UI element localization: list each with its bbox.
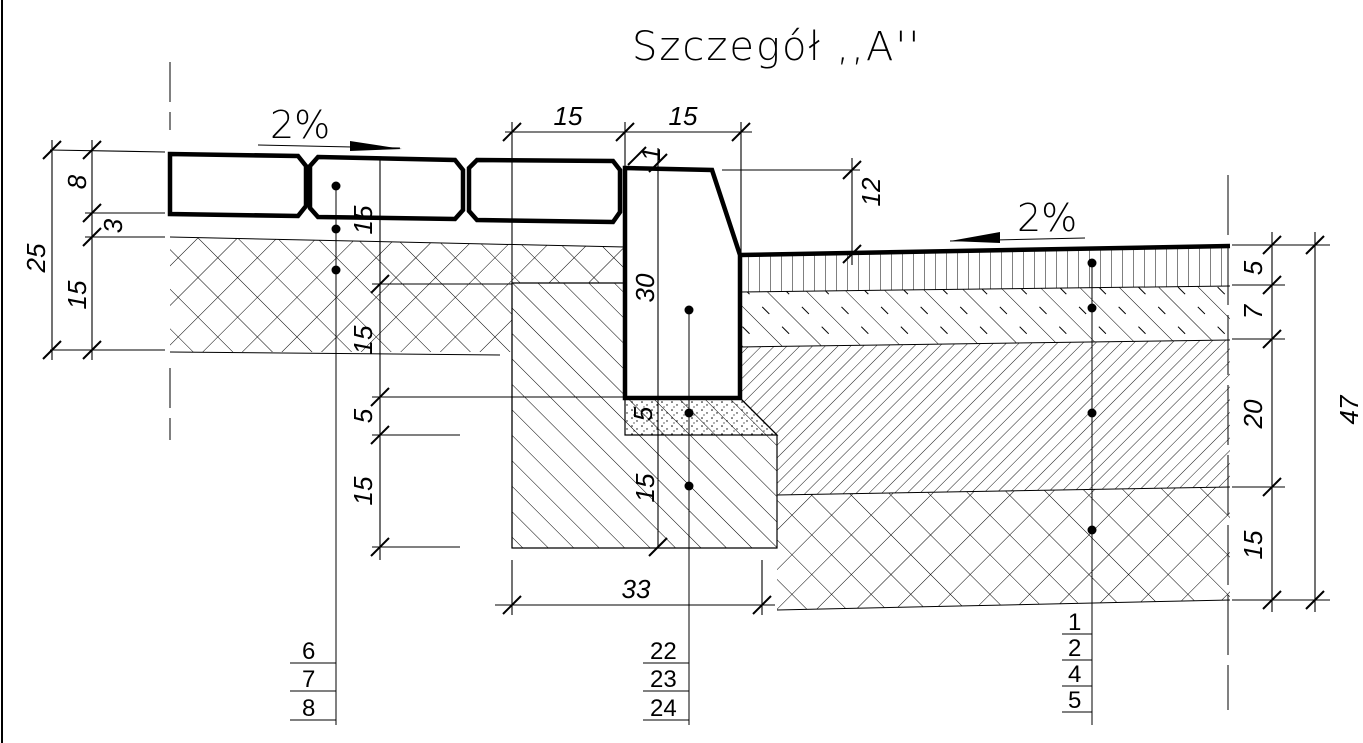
dim-curb-reveal: 12 (856, 177, 886, 206)
slope-left: 2% (257, 103, 402, 151)
paving-stone-1 (167, 151, 309, 219)
dim-foundation-width: 33 (622, 574, 651, 604)
dim-center-bed: 5 (348, 408, 378, 423)
callout-right-ref-3: 4 (1068, 661, 1081, 688)
dim-left-total: 25 (21, 243, 51, 273)
dim-center-foundation: 15 (348, 325, 378, 354)
dim-curb-height: 30 (630, 273, 660, 302)
reveal-dimension: 12 (722, 158, 886, 265)
dim-right-subbase: 15 (1238, 530, 1268, 559)
dim-right-total: 47 (1334, 394, 1363, 424)
slope-right-label: 2% (1017, 196, 1077, 240)
dim-left-bottom: 15 (62, 280, 92, 309)
binder-course (740, 286, 1230, 347)
callout-right-dot-1 (1087, 258, 1097, 268)
callout-left-dot-1 (331, 181, 341, 191)
bottom-dimension: 33 (495, 560, 775, 615)
dim-right-binder: 7 (1238, 303, 1268, 319)
dim-curb-bed: 5 (628, 406, 658, 421)
dim-center-upper: 15 (348, 205, 378, 234)
callout-mid-dot-3 (684, 481, 694, 491)
left-base-layer (170, 237, 625, 352)
detail-title: Szczegół ,,A'' (632, 24, 921, 70)
right-roadway (739, 175, 1231, 710)
left-dimensions: 25 8 3 15 (21, 140, 166, 360)
curb-dimensions: 1 30 5 15 (627, 146, 668, 557)
callout-left-ref-2: 7 (302, 666, 315, 693)
center-dimensions: 15 15 5 15 (348, 160, 625, 560)
paving-stone-2 (307, 154, 466, 222)
dim-right-wearing: 5 (1238, 260, 1268, 275)
callout-left: 6 7 8 (290, 181, 341, 725)
callout-mid-dot-2 (684, 408, 694, 418)
callout-right-dot-2 (1087, 303, 1097, 313)
dim-curb-top: 1 (636, 147, 666, 161)
top-dimensions: 15 15 (502, 101, 752, 548)
slope-left-arrow-icon (350, 141, 402, 151)
dim-top-width-1: 15 (554, 101, 583, 131)
dim-center-lower: 15 (348, 476, 378, 505)
callout-right-dot-4 (1087, 525, 1097, 535)
dim-top-width-2: 15 (669, 101, 698, 131)
callout-left-dot-3 (331, 265, 341, 275)
callout-mid-ref-1: 22 (650, 638, 677, 665)
callout-right-ref-1: 1 (1068, 609, 1081, 636)
callout-right-ref-4: 5 (1068, 687, 1081, 714)
callout-mid-dot-1 (684, 305, 694, 315)
callout-right-ref-2: 2 (1068, 635, 1081, 662)
callout-mid-ref-3: 24 (650, 695, 677, 722)
dim-right-base: 20 (1238, 399, 1268, 429)
base-course (740, 340, 1230, 495)
callout-mid-ref-2: 23 (650, 666, 677, 693)
slope-left-label: 2% (270, 103, 330, 147)
callout-left-ref-3: 8 (302, 695, 315, 722)
right-dimensions: 5 7 20 15 47 (1232, 232, 1363, 612)
paving-stone-3 (466, 157, 623, 225)
callout-left-ref-1: 6 (302, 638, 315, 665)
callout-right: 1 2 4 5 (1062, 258, 1097, 725)
dim-left-top: 8 (62, 174, 92, 189)
dim-curb-foundation: 15 (630, 473, 660, 502)
left-pavement (167, 62, 626, 440)
callout-right-dot-3 (1087, 408, 1097, 418)
callout-left-dot-2 (331, 224, 341, 234)
dim-left-mid: 3 (98, 218, 128, 233)
callout-mid: 22 23 24 (643, 305, 694, 725)
slope-right-arrow-icon (950, 232, 1000, 243)
wearing-course (740, 246, 1230, 292)
subbase-course (777, 487, 1230, 610)
slope-right: 2% (949, 196, 1086, 243)
